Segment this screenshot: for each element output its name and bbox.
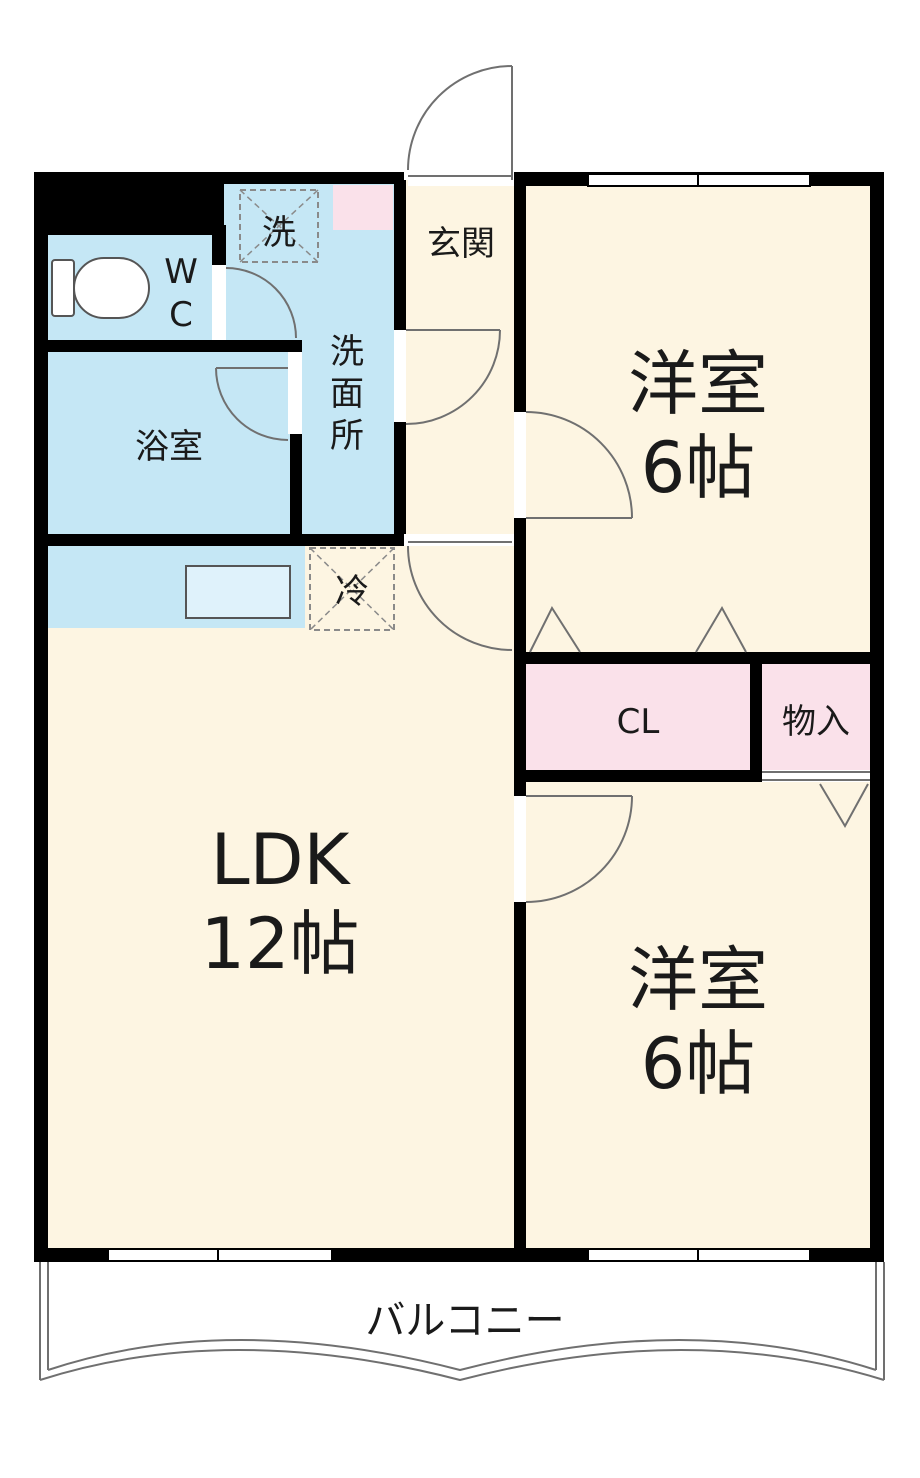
washer-label: 洗 — [262, 213, 296, 253]
windows — [107, 173, 811, 1262]
wc-label-c: C — [169, 295, 193, 335]
shoe-cabinet — [333, 185, 393, 230]
washroom-label-1: 洗 — [330, 332, 364, 372]
wc-label-w: W — [164, 252, 198, 292]
bath-floor — [40, 345, 295, 540]
balcony-outline — [39, 1262, 885, 1382]
bedroom-north-label-2: 6帖 — [641, 427, 756, 509]
storage-floor — [755, 660, 878, 775]
bath-label: 浴室 — [135, 427, 203, 467]
ldk-label-1: LDK — [211, 819, 352, 901]
washer-space — [239, 189, 319, 263]
bedroom-south-label-1: 洋室 — [628, 939, 768, 1021]
fridge-space — [309, 547, 395, 631]
balcony-label: バルコニー — [365, 1298, 564, 1344]
bedroom-south-floor — [520, 775, 878, 1250]
washer-space-diagonal — [239, 189, 319, 263]
washroom-label-3: 所 — [330, 416, 364, 456]
washroom-label-2: 面 — [330, 374, 364, 414]
toilet-bowl — [73, 257, 150, 319]
bedroom-north-label-1: 洋室 — [628, 343, 768, 425]
bedroom-south-label-2: 6帖 — [641, 1023, 756, 1105]
entrance-label: 玄関 — [427, 224, 495, 264]
storage-label: 物入 — [782, 702, 850, 742]
bedroom-north-floor — [520, 180, 878, 660]
sink — [185, 565, 291, 619]
toilet-tank — [51, 259, 75, 317]
entrance-floor — [400, 180, 520, 660]
doors — [212, 65, 870, 903]
closet-floor — [520, 660, 755, 775]
ldk-label-2: 12帖 — [200, 903, 359, 985]
fridge-label: 冷 — [335, 572, 369, 612]
closet-label: CL — [617, 702, 660, 742]
